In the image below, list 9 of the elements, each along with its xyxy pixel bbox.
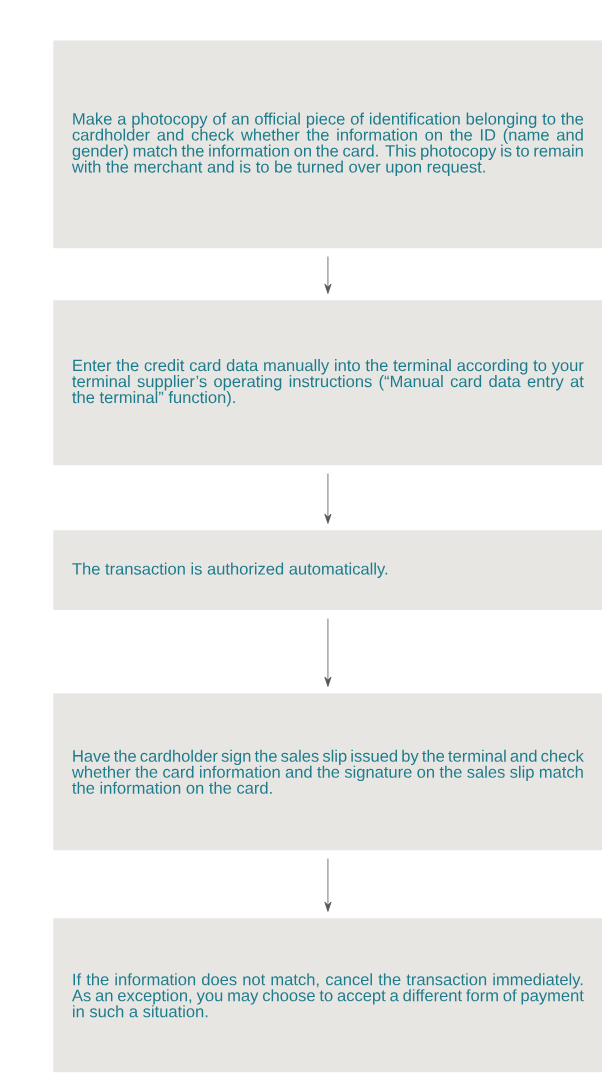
arrow (324, 618, 332, 687)
arrow (324, 473, 332, 524)
process-box: If the information does not match, cancel the transaction immediately. As an exception, you may choose to accept a different form of payment in such a situation. (53, 918, 602, 1073)
process-box: Enter the credit card data manually into the terminal according to your terminal supplier’s operating instructions (“Manual card data entry at the terminal” function). (53, 300, 602, 466)
process-box: Have the cardholder sign the sales slip issued by the terminal and check whether the card information and the signature on the sales slip match the information on the card. (53, 693, 602, 851)
process-box: The transaction is authorized automatically. (53, 530, 602, 611)
arrow (324, 858, 332, 912)
process-box: Make a photocopy of an official piece of identification belonging to the cardholder and check whether the information on the ID (name and gender) match the information on the card. This photocopy is to remain with the merchant and is to be turned over upon request. (53, 40, 602, 249)
arrow (324, 256, 332, 294)
